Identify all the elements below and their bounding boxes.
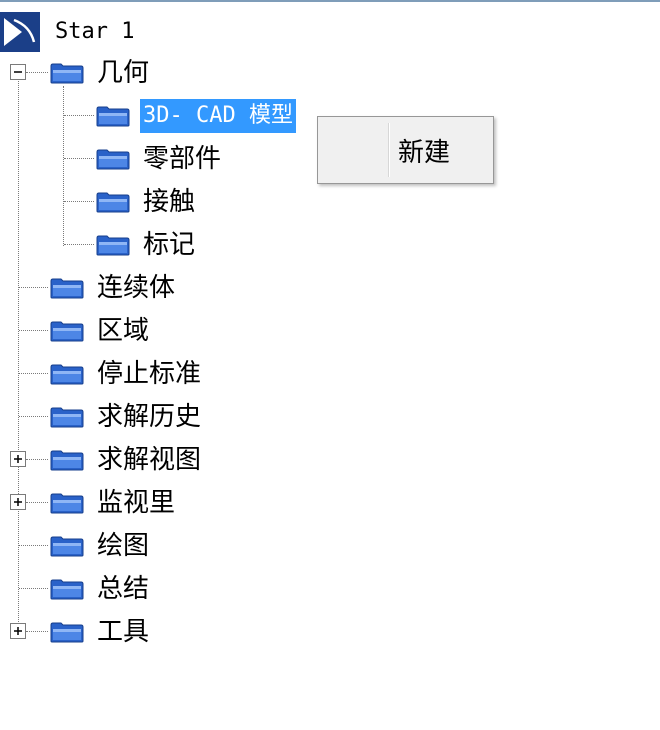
- tree-line: [26, 502, 48, 503]
- folder-icon: [50, 364, 84, 385]
- tree-root-label: Star 1: [55, 19, 135, 44]
- tree-line: [19, 373, 48, 374]
- folder-icon: [50, 63, 84, 84]
- tree-line: [26, 72, 48, 73]
- tree-item-label: 求解视图: [97, 445, 202, 475]
- tree-item-contacts[interactable]: 接触: [96, 182, 198, 222]
- tree-item-label: 零部件: [143, 144, 222, 174]
- tree-line: [19, 588, 48, 589]
- folder-icon: [50, 493, 84, 514]
- tree-item-tools[interactable]: 工具: [50, 612, 152, 652]
- tree-item-label: 连续体: [97, 273, 176, 303]
- tree-line: [19, 330, 48, 331]
- tree-line: [26, 631, 48, 632]
- tree-item-regions[interactable]: 区域: [50, 311, 152, 351]
- expand-icon[interactable]: [10, 623, 26, 639]
- tree-line: [64, 201, 94, 202]
- folder-icon: [96, 106, 130, 127]
- star-ccm-logo-icon: [0, 12, 40, 52]
- folder-icon: [50, 278, 84, 299]
- folder-icon: [96, 235, 130, 256]
- tree-item-plots[interactable]: 绘图: [50, 526, 152, 566]
- tree-item-label: 停止标准: [97, 359, 202, 389]
- tree-line: [19, 545, 48, 546]
- tree-item-solution-histories[interactable]: 求解历史: [50, 397, 204, 437]
- tree-line: [19, 416, 48, 417]
- folder-icon: [96, 192, 130, 213]
- tree-item-3d-cad-model[interactable]: 3D- CAD 模型: [96, 96, 296, 136]
- folder-icon: [50, 450, 84, 471]
- menu-item-new[interactable]: 新建: [398, 138, 451, 168]
- folder-icon: [50, 622, 84, 643]
- tree-item-label-selected: 3D- CAD 模型: [140, 99, 296, 133]
- tree-line: [26, 459, 48, 460]
- tree-item-label: 标记: [143, 230, 196, 260]
- tree-item-stopping-criteria[interactable]: 停止标准: [50, 354, 204, 394]
- panel-top-border: [0, 0, 660, 2]
- expand-icon[interactable]: [10, 494, 26, 510]
- tree-item-label: 总结: [97, 574, 150, 604]
- folder-icon: [50, 536, 84, 557]
- folder-icon: [50, 321, 84, 342]
- tree-item-summaries[interactable]: 总结: [50, 569, 152, 609]
- tree-item-label: 几何: [97, 58, 150, 88]
- tree-item-geometry[interactable]: 几何: [50, 53, 152, 93]
- expand-icon[interactable]: [10, 451, 26, 467]
- collapse-icon[interactable]: [10, 64, 26, 80]
- tree-item-tags[interactable]: 标记: [96, 225, 198, 265]
- tree-item-continua[interactable]: 连续体: [50, 268, 178, 308]
- context-menu: 新建: [317, 116, 494, 184]
- tree-item-label: 区域: [97, 316, 150, 346]
- tree-item-monitors[interactable]: 监视里: [50, 483, 178, 523]
- tree-root-star[interactable]: Star 1: [0, 12, 137, 52]
- tree-line: [64, 158, 94, 159]
- tree-line: [63, 86, 64, 246]
- tree-line: [64, 244, 94, 245]
- tree-line: [19, 287, 48, 288]
- tree-item-parts[interactable]: 零部件: [96, 139, 224, 179]
- tree-item-solution-views[interactable]: 求解视图: [50, 440, 204, 480]
- tree-item-label: 工具: [97, 617, 150, 647]
- menu-icon-column-separator: [388, 123, 390, 177]
- tree-item-label: 接触: [143, 187, 196, 217]
- tree-item-label: 绘图: [97, 531, 150, 561]
- tree-item-label: 求解历史: [97, 402, 202, 432]
- tree-line: [18, 78, 19, 638]
- folder-icon: [50, 407, 84, 428]
- folder-icon: [50, 579, 84, 600]
- folder-icon: [96, 149, 130, 170]
- tree-item-label: 监视里: [97, 488, 176, 518]
- tree-line: [64, 115, 94, 116]
